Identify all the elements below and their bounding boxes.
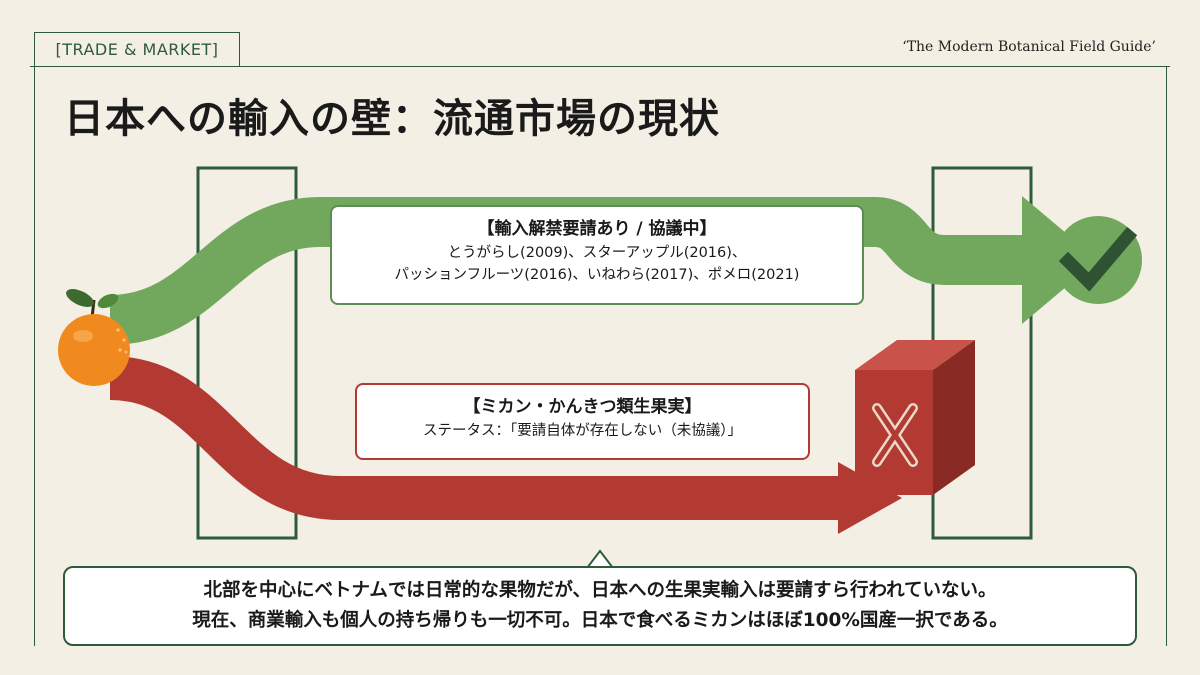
- green-path-line-2: パッションフルーツ(2016)、いねわら(2017)、ポメロ(2021): [394, 267, 800, 283]
- red-block-wall: [855, 340, 975, 495]
- callout-line-2: 現在、商業輸入も個人の持ち帰りも一切不可。日本で食べるミカンはほぼ100%国産一…: [192, 610, 1008, 631]
- frame-right-line: [1166, 66, 1167, 646]
- red-path-heading: 【ミカン・かんきつ類生果実】: [463, 397, 702, 417]
- green-path-line-1: とうがらし(2009)、スターアップル(2016)、: [447, 245, 747, 261]
- red-import-path: [108, 356, 850, 520]
- summary-callout: 北部を中心にベトナムでは日常的な果物だが、日本への生果実輸入は要請すら行われてい…: [63, 566, 1137, 646]
- frame-left-line: [34, 66, 35, 646]
- green-import-path: [108, 197, 1032, 345]
- check-icon: [1054, 216, 1142, 304]
- section-tag: [TRADE & MARKET]: [34, 32, 240, 66]
- green-path-heading: 【輸入解禁要請あり / 協議中】: [477, 219, 717, 239]
- callout-line-1: 北部を中心にベトナムでは日常的な果物だが、日本への生果実輸入は要請すら行われてい…: [203, 580, 997, 601]
- mandarin-orange-icon: [58, 289, 130, 386]
- green-path-label-box: 【輸入解禁要請あり / 協議中】 とうがらし(2009)、スターアップル(201…: [330, 205, 864, 305]
- page-title: 日本への輸入の壁：流通市場の現状: [64, 95, 720, 142]
- x-mark-icon: [872, 403, 918, 467]
- left-barrier-wall: [196, 166, 298, 540]
- red-path-status: ステータス：「要請自体が存在しない（未協議）」: [423, 423, 742, 439]
- guide-title: ‘The Modern Botanical Field Guide’: [902, 39, 1156, 55]
- frame-top-line: [30, 66, 1170, 67]
- red-arrowhead: [838, 462, 902, 534]
- red-path-label-box: 【ミカン・かんきつ類生果実】 ステータス：「要請自体が存在しない（未協議）」: [355, 383, 810, 460]
